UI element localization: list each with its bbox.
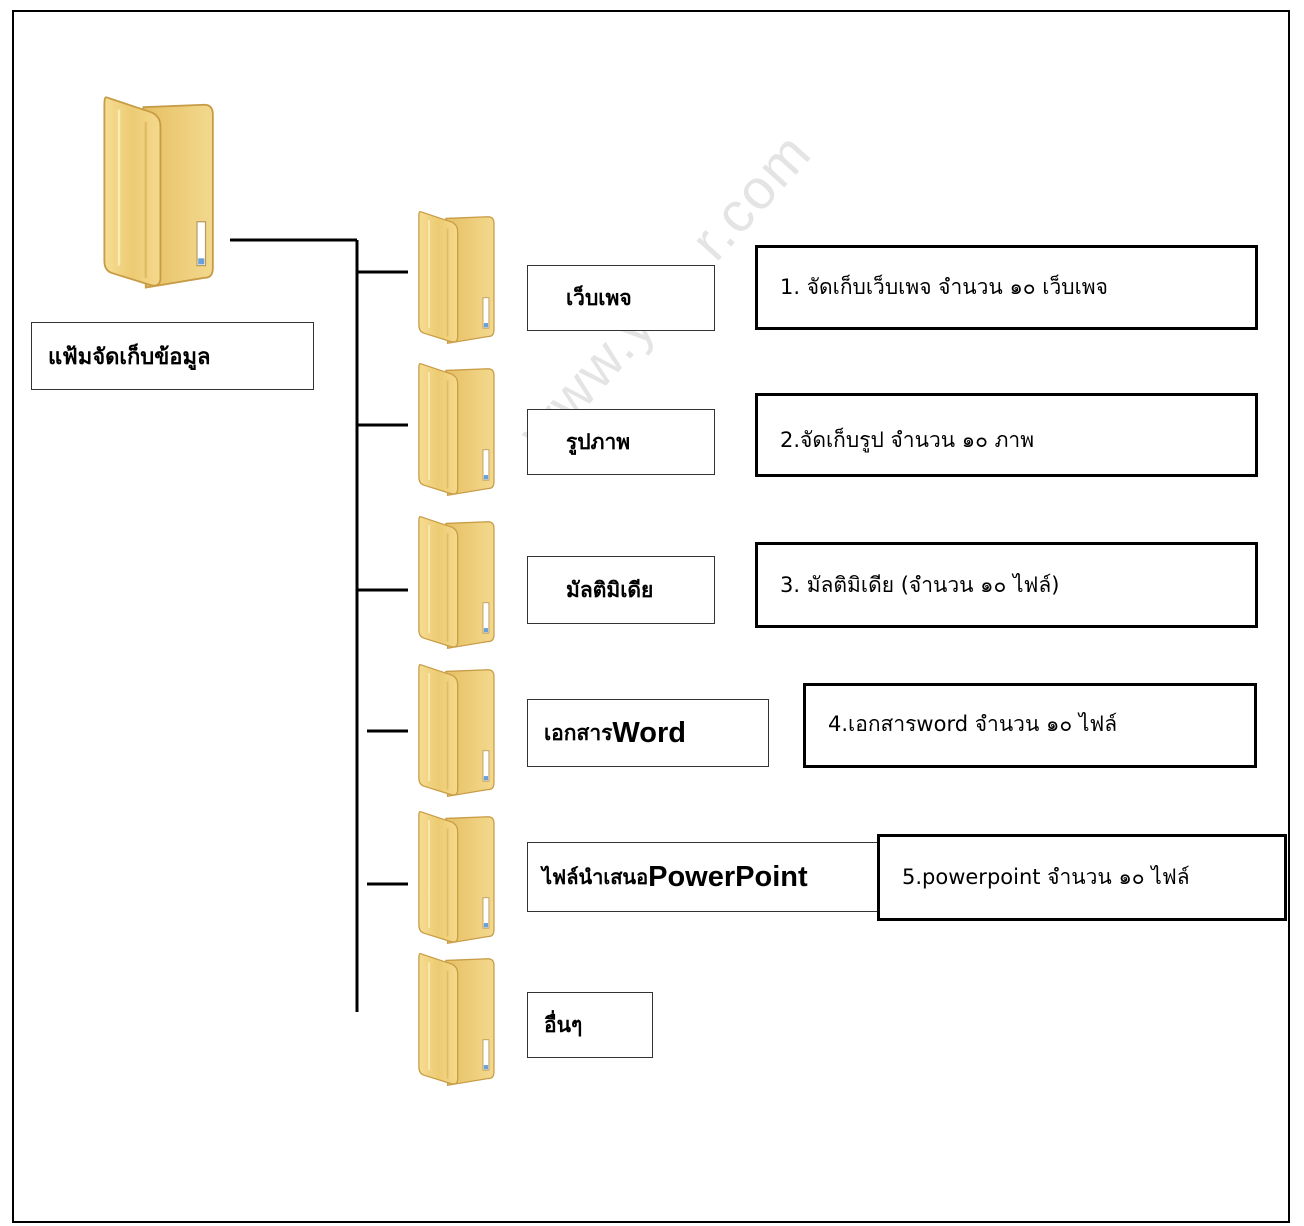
folder-icon-word[interactable] <box>410 663 502 798</box>
branch-label-powerpoint: ไฟล์นำเสนอ PowerPoint <box>527 842 879 912</box>
root-folder-label: แฟ้มจัดเก็บข้อมูล <box>31 322 314 390</box>
diagram-frame <box>12 10 1290 1223</box>
folder-icon-webpage[interactable] <box>410 210 502 345</box>
branch-label-others: อื่นๆ <box>527 992 653 1058</box>
description-multimedia: 3. มัลติมิเดีย (จำนวน ๑๐ ไฟล์) <box>755 542 1258 628</box>
folder-icon-powerpoint[interactable] <box>410 810 502 945</box>
folder-icon-multimedia[interactable] <box>410 515 502 650</box>
folder-icon-others[interactable] <box>410 952 502 1087</box>
branch-label-word: เอกสาร Word <box>527 699 769 767</box>
folder-icon-images[interactable] <box>410 362 502 497</box>
branch-label-images: รูปภาพ <box>527 409 715 475</box>
root-folder-icon[interactable] <box>88 95 228 290</box>
branch-label-multimedia: มัลติมิเดีย <box>527 556 715 624</box>
description-word: 4.เอกสารword จำนวน ๑๐ ไฟล์ <box>803 683 1257 768</box>
description-powerpoint: 5.powerpoint จำนวน ๑๐ ไฟล์ <box>877 834 1287 921</box>
description-images: 2.จัดเก็บรูป จำนวน ๑๐ ภาพ <box>755 393 1258 477</box>
branch-label-webpage: เว็บเพจ <box>527 265 715 331</box>
description-webpage: 1. จัดเก็บเว็บเพจ จำนวน ๑๐ เว็บเพจ <box>755 245 1258 330</box>
